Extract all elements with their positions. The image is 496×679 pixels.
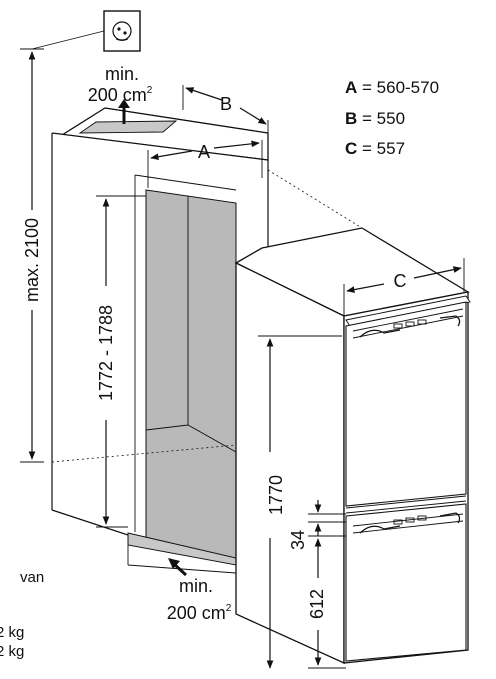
lower-door <box>345 503 467 662</box>
niche-height-label: 1772 - 1788 <box>96 305 116 401</box>
appliance-height-dimension: 1770 <box>258 335 342 669</box>
gap-dimension: 34 <box>288 500 346 550</box>
niche-cabinet <box>51 107 269 574</box>
cut-text-2: 2 kg <box>0 624 24 641</box>
bottom-ventilation: min. 200 cm2 <box>167 558 232 623</box>
label-A: A <box>198 142 210 162</box>
gap-label: 34 <box>288 530 308 550</box>
max-height-label: max. 2100 <box>22 218 42 302</box>
niche-height-dimension: 1772 - 1788 <box>96 195 146 528</box>
label-C: C <box>394 271 407 291</box>
lower-section-label: 612 <box>307 589 327 619</box>
svg-text:B = 550: B = 550 <box>345 109 405 128</box>
upper-door <box>345 301 467 507</box>
dimension-C: C <box>343 258 465 316</box>
top-ventilation: min. 200 cm2 <box>88 64 153 124</box>
max-height-dimension: max. 2100 <box>20 48 44 463</box>
svg-text:200 cm2: 200 cm2 <box>167 603 232 623</box>
svg-text:min.: min. <box>179 576 213 596</box>
appliance-height-label: 1770 <box>266 475 286 515</box>
cut-text-3: 2 kg <box>0 643 24 660</box>
vent-arrow-icon <box>168 558 180 569</box>
svg-text:min.: min. <box>105 64 139 84</box>
fridge-appliance <box>234 227 471 665</box>
dimension-B: B <box>182 85 269 140</box>
vent-up-arrow-icon <box>118 99 130 108</box>
socket-leader-line <box>31 30 105 50</box>
label-B: B <box>220 94 232 114</box>
svg-text:200 cm2: 200 cm2 <box>88 85 153 105</box>
cut-text-1: van <box>20 569 44 586</box>
dimension-legend: A = 560-570 B = 550 C = 557 <box>345 78 439 158</box>
dimension-A: A <box>147 140 263 188</box>
svg-text:A = 560-570: A = 560-570 <box>345 78 439 97</box>
power-socket-icon <box>103 10 141 52</box>
lower-section-dimension: 612 <box>307 535 346 669</box>
svg-text:C = 557: C = 557 <box>345 139 405 158</box>
